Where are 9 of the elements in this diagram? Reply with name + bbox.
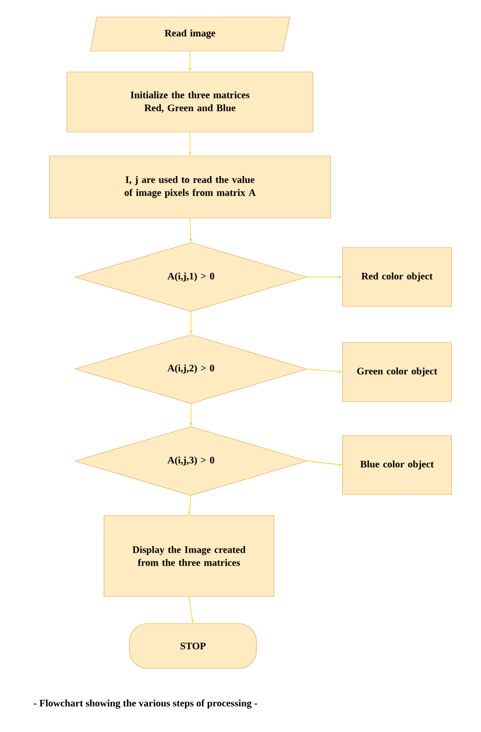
process-box: I, j are used to read the value of image pixels from matrix A <box>49 156 331 218</box>
input-parallelogram: Read image <box>90 16 290 52</box>
process-box: Initialize the three matrices Red, Green and Blue <box>66 72 314 132</box>
process-box: Display the Image created from the three matrices <box>104 515 274 597</box>
output-box: Red color object <box>342 247 452 307</box>
caption: - Flowchart showing the various steps of processing - <box>34 699 258 709</box>
output-box: Blue color object <box>342 435 452 495</box>
output-box: Green color object <box>342 342 452 402</box>
terminator: STOP <box>129 623 257 669</box>
